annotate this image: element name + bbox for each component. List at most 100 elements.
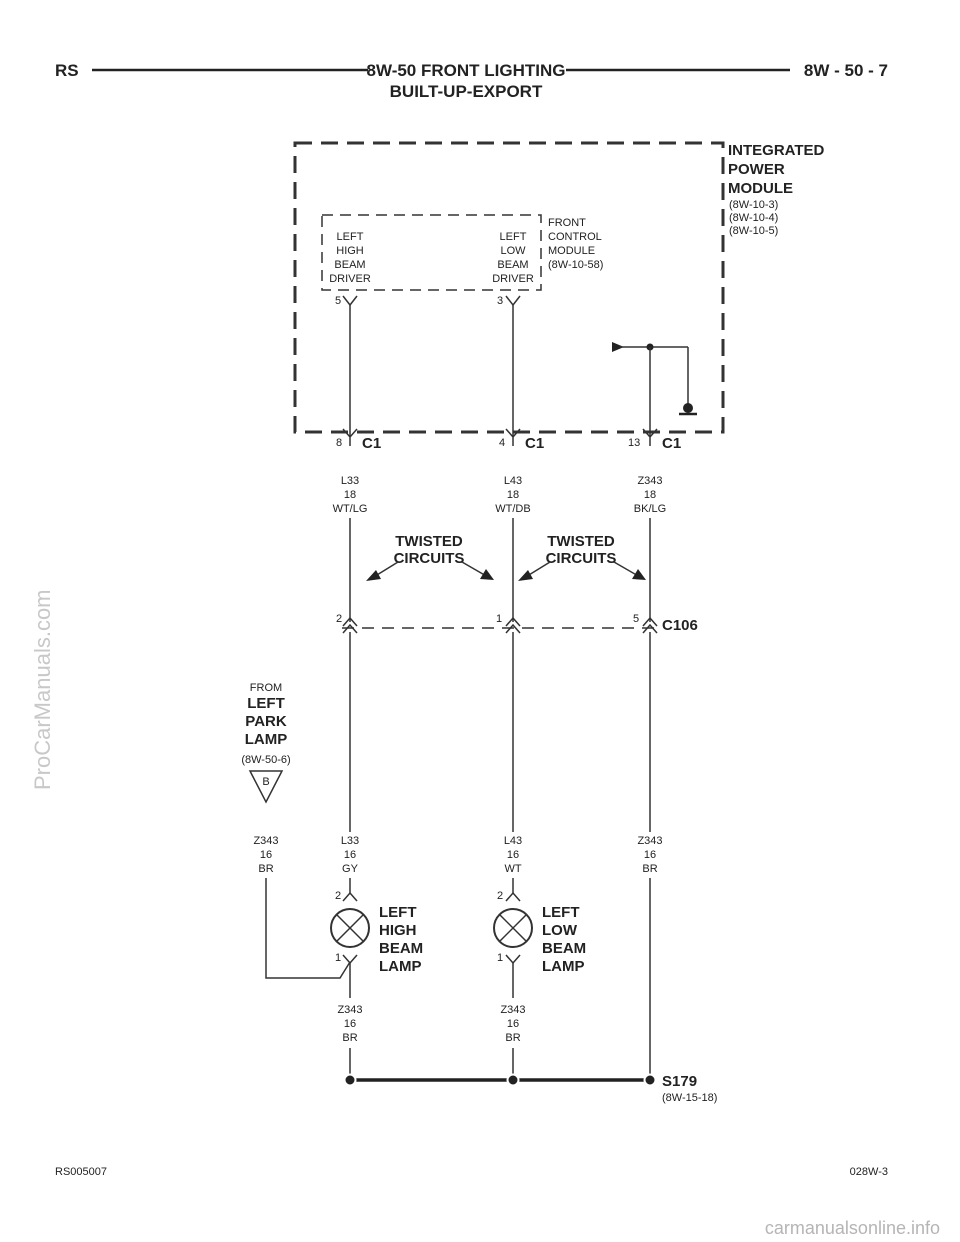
wire-label-circuit: L43 xyxy=(504,835,522,847)
splice-node-3 xyxy=(643,1073,657,1087)
fcm-high-pin-symbol xyxy=(342,295,358,307)
page-footer: RS005007 028W-3 xyxy=(55,1166,888,1178)
fcm-name-line-3: MODULE xyxy=(548,245,595,257)
c1-label-1: C1 xyxy=(362,435,381,452)
wire-label-color: GY xyxy=(342,863,359,875)
page-header: RS 8W-50 FRONT LIGHTING 8W - 50 - 7 BUIL… xyxy=(55,61,888,101)
park-name-line-3: LAMP xyxy=(245,731,288,748)
high-lamp-pin-bottom-symbol xyxy=(342,954,358,965)
high-driver-line-1: LEFT xyxy=(337,231,364,243)
wire-label-color: BR xyxy=(505,1032,520,1044)
c106-pin-symbol-2 xyxy=(505,616,521,634)
fcm-low-pin: 3 xyxy=(497,295,503,307)
wire-park-lamp-feed xyxy=(265,878,351,979)
wire-label-circuit: Z343 xyxy=(637,475,662,487)
wire-label-color: WT/DB xyxy=(495,503,530,515)
wire-label-gauge: 16 xyxy=(344,1018,356,1030)
twisted-arrow-left-head xyxy=(518,570,533,581)
left-low-beam-lamp: 2 1 LEFT LOW BEAM LAMP xyxy=(493,890,586,975)
high-lamp-name-line-2: HIGH xyxy=(379,922,417,939)
low-lamp-pin-bottom: 1 xyxy=(497,952,503,964)
c106-label: C106 xyxy=(662,617,698,634)
wire-label-gauge: 18 xyxy=(644,489,656,501)
high-lamp-pin-top: 2 xyxy=(335,890,341,902)
twisted-line-2: CIRCUITS xyxy=(546,550,617,567)
wire-label-color: BR xyxy=(642,863,657,875)
wire-label-gauge: 16 xyxy=(507,849,519,861)
ipm-name-line-2: POWER xyxy=(728,161,785,178)
low-lamp-name-line-2: LOW xyxy=(542,922,578,939)
park-ref: (8W-50-6) xyxy=(241,754,290,766)
low-driver-line-3: BEAM xyxy=(497,259,528,271)
splice-ref: (8W-15-18) xyxy=(662,1092,717,1104)
twisted-arrow-right-head xyxy=(632,569,646,580)
wire-label-circuit: L43 xyxy=(504,475,522,487)
wire-label-color: WT xyxy=(504,863,521,875)
twisted-circuits-left: TWISTED CIRCUITS xyxy=(366,533,494,581)
high-lamp-name-line-1: LEFT xyxy=(379,904,417,921)
ipm-name-line-3: MODULE xyxy=(728,180,793,197)
high-lamp-pin-top-symbol xyxy=(342,891,358,902)
twisted-line-1: TWISTED xyxy=(395,533,463,550)
fcm-low-pin-symbol xyxy=(505,295,521,307)
c106-pin-symbol-1 xyxy=(342,616,358,634)
c1-label-3: C1 xyxy=(662,435,681,452)
fcm-box: FRONT CONTROL MODULE (8W-10-58) LEFT HIG… xyxy=(321,214,603,307)
wire-label-color: BK/LG xyxy=(634,503,666,515)
lower-wire-labels: Z343 16 BR L33 16 GY L43 16 WT Z343 16 B… xyxy=(253,835,662,875)
low-driver-line-1: LEFT xyxy=(500,231,527,243)
ipm-box: INTEGRATED POWER MODULE (8W-10-3) (8W-10… xyxy=(293,141,825,434)
fcm-name-line-2: CONTROL xyxy=(548,231,602,243)
header-title: 8W-50 FRONT LIGHTING xyxy=(367,61,566,80)
c1-pin-symbol-2 xyxy=(505,428,521,446)
ipm-ref-2: (8W-10-4) xyxy=(729,212,778,224)
fcm-dashed-border xyxy=(321,214,542,291)
splice-label: S179 xyxy=(662,1073,697,1090)
park-name-line-2: PARK xyxy=(245,713,287,730)
park-pin: B xyxy=(262,776,269,788)
wire-label-circuit: Z343 xyxy=(500,1004,525,1016)
fcm-name-line-4: (8W-10-58) xyxy=(548,259,603,271)
header-page-ref: 8W - 50 - 7 xyxy=(804,61,888,80)
footer-right-code: 028W-3 xyxy=(850,1166,888,1178)
splice-node-1 xyxy=(343,1073,357,1087)
wire-label-gauge: 16 xyxy=(344,849,356,861)
ipm-ref-3: (8W-10-5) xyxy=(729,225,778,237)
c1-pin-symbol-3 xyxy=(642,428,658,446)
wire-label-color: WT/LG xyxy=(333,503,368,515)
low-lamp-name-line-1: LEFT xyxy=(542,904,580,921)
wire-label-circuit: Z343 xyxy=(337,1004,362,1016)
low-lamp-pin-bottom-symbol xyxy=(505,954,521,965)
high-driver-line-3: BEAM xyxy=(334,259,365,271)
wire-label-color: BR xyxy=(258,863,273,875)
high-lamp-pin-bottom: 1 xyxy=(335,952,341,964)
fcm-high-pin: 5 xyxy=(335,295,341,307)
c106-pin-3: 5 xyxy=(633,613,639,625)
wire-label-circuit: Z343 xyxy=(637,835,662,847)
side-watermark: ProCarManuals.com xyxy=(30,589,55,790)
park-from: FROM xyxy=(250,682,282,694)
c1-pin-1: 8 xyxy=(336,437,342,449)
ipm-ground-dot xyxy=(683,403,693,413)
wire-label-gauge: 18 xyxy=(344,489,356,501)
wire-label-gauge: 16 xyxy=(507,1018,519,1030)
header-subtitle: BUILT-UP-EXPORT xyxy=(390,82,543,101)
high-lamp-name-line-3: BEAM xyxy=(379,940,423,957)
connector-c106: 2 1 5 C106 xyxy=(336,613,698,634)
c1-pin-2: 4 xyxy=(499,437,505,449)
low-lamp-filament-b xyxy=(499,914,527,942)
wire-label-gauge: 16 xyxy=(260,849,272,861)
ipm-name-line-1: INTEGRATED xyxy=(728,142,825,159)
low-lamp-pin-top-symbol xyxy=(505,891,521,902)
wire-label-circuit: Z343 xyxy=(253,835,278,847)
ipm-arrow-head xyxy=(612,342,624,352)
left-high-beam-lamp: 2 1 LEFT HIGH BEAM LAMP xyxy=(330,890,423,975)
bottom-watermark: carmanualsonline.info xyxy=(765,1218,940,1238)
splice-node-2 xyxy=(506,1073,520,1087)
wire-label-color: BR xyxy=(342,1032,357,1044)
c1-label-2: C1 xyxy=(525,435,544,452)
c1-pin-symbol-1 xyxy=(342,428,358,446)
low-lamp-pin-top: 2 xyxy=(497,890,503,902)
high-lamp-name-line-4: LAMP xyxy=(379,958,422,975)
